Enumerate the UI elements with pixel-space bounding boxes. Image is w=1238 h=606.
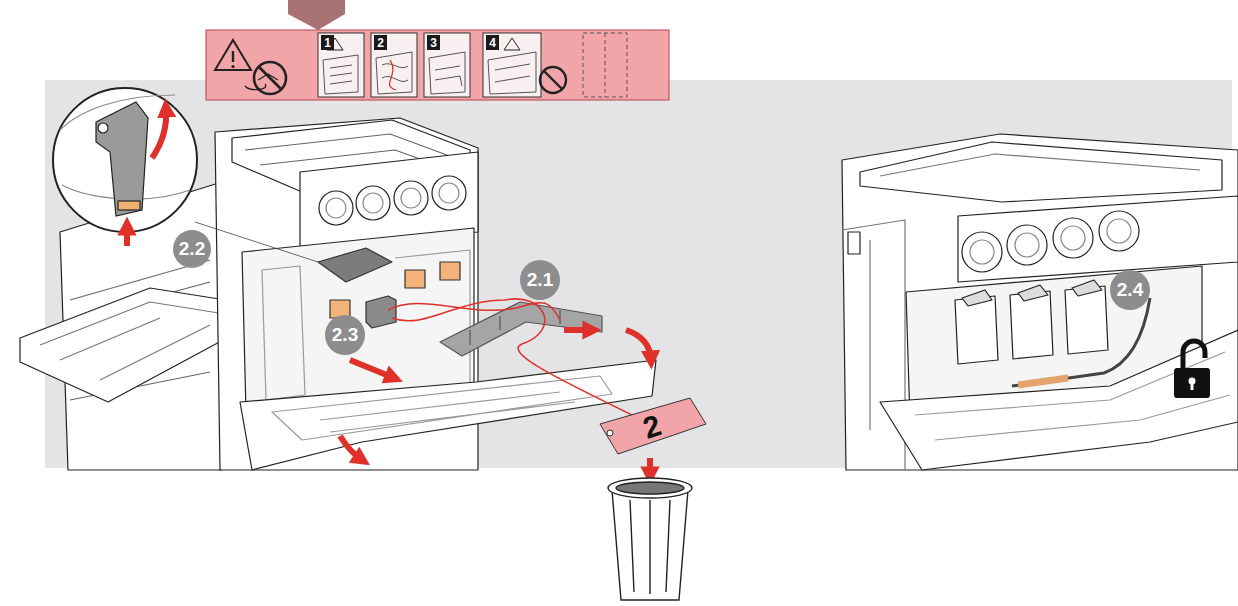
zoom-detail xyxy=(118,201,140,210)
warning-banner xyxy=(318,33,364,97)
printer-left xyxy=(195,222,318,262)
trash-can xyxy=(608,478,692,498)
printer-left xyxy=(432,176,466,210)
warning-banner xyxy=(371,33,417,97)
printer-left xyxy=(401,188,421,208)
zoom-detail xyxy=(98,123,108,133)
trash-can xyxy=(612,490,688,600)
printer-right xyxy=(880,154,1200,176)
motion-arrow xyxy=(647,458,653,476)
warning-banner xyxy=(483,33,541,97)
tag-number: 2 xyxy=(626,401,677,453)
printer-right xyxy=(860,142,1222,202)
printer-left xyxy=(356,186,390,220)
printer-right xyxy=(1053,218,1093,258)
printer-right xyxy=(1018,378,1068,385)
motion-arrow xyxy=(340,436,362,460)
motion-arrow xyxy=(626,330,651,360)
printer-left xyxy=(318,248,392,282)
warning-banner xyxy=(245,74,278,90)
printer-right xyxy=(1061,226,1085,250)
callout-number: 2.1 xyxy=(520,260,560,300)
printer-right xyxy=(1015,233,1039,257)
callout-number: 2.2 xyxy=(173,230,211,268)
printer-left xyxy=(272,376,612,440)
printer-left xyxy=(40,302,225,380)
unlock-icon xyxy=(1174,341,1210,398)
warning-banner xyxy=(544,71,562,89)
discard-tag xyxy=(600,398,706,454)
warning-banner xyxy=(390,60,396,90)
step-number: 3 xyxy=(427,35,440,50)
printer-right xyxy=(1107,219,1131,243)
warning-banner xyxy=(429,52,465,94)
printer-left xyxy=(440,302,602,356)
printer-left xyxy=(439,183,459,203)
zoom-detail xyxy=(53,88,197,232)
printer-left xyxy=(470,310,560,345)
printer-left xyxy=(20,288,238,402)
warning-banner xyxy=(323,55,358,94)
warning-banner xyxy=(376,52,412,94)
printer-left xyxy=(240,360,656,470)
unlock-icon xyxy=(1191,382,1194,390)
motion-arrow xyxy=(350,360,394,378)
printer-left xyxy=(405,270,425,288)
step-number: 1 xyxy=(321,35,334,50)
discard-tag xyxy=(600,398,706,454)
warning-banner xyxy=(231,65,234,68)
tie-wire xyxy=(388,299,638,418)
printer-left xyxy=(242,228,474,412)
printer-right xyxy=(842,220,905,470)
printer-left xyxy=(440,262,460,280)
motion-arrow xyxy=(152,108,166,158)
printer-right xyxy=(880,330,1238,470)
warning-banner xyxy=(424,33,470,97)
motion-arrow xyxy=(124,226,130,246)
printer-right xyxy=(848,232,860,254)
trash-can xyxy=(630,500,670,594)
warning-banner xyxy=(232,51,234,62)
printer-right xyxy=(962,232,1002,272)
printer-left xyxy=(363,193,383,213)
zoom-detail xyxy=(53,88,197,232)
printer-right xyxy=(1099,211,1139,251)
printer-left xyxy=(319,191,353,225)
warning-banner xyxy=(206,30,669,100)
warning-banner xyxy=(215,40,251,70)
warning-banner xyxy=(583,33,627,97)
printer-right xyxy=(1012,298,1150,386)
zoom-detail xyxy=(96,102,148,216)
motion-arrow xyxy=(564,327,592,333)
unlock-icon xyxy=(1174,368,1210,398)
printer-left xyxy=(326,198,346,218)
trash-can xyxy=(608,478,692,600)
printer-right xyxy=(1007,225,1047,265)
callout-number: 2.4 xyxy=(1110,270,1150,310)
trash-can xyxy=(616,482,684,494)
step-number: 2 xyxy=(374,35,387,50)
printer-right xyxy=(962,280,1102,306)
printer-right xyxy=(842,134,1238,470)
unlock-icon xyxy=(1183,341,1205,370)
warning-banner xyxy=(605,33,606,97)
printer-left xyxy=(394,181,428,215)
printer-left xyxy=(366,296,396,328)
step-number: 4 xyxy=(486,35,499,50)
tie-wire xyxy=(388,303,560,320)
warning-banner xyxy=(540,67,566,93)
warning-banner xyxy=(288,0,345,30)
warning-banner xyxy=(504,38,520,50)
printer-right xyxy=(970,240,994,264)
printer-right xyxy=(842,134,1238,470)
tie-wire xyxy=(392,299,638,418)
discard-tag xyxy=(607,430,613,436)
callout-number: 2.3 xyxy=(325,315,365,355)
warning-banner xyxy=(488,52,536,94)
warning-banner xyxy=(206,0,669,100)
